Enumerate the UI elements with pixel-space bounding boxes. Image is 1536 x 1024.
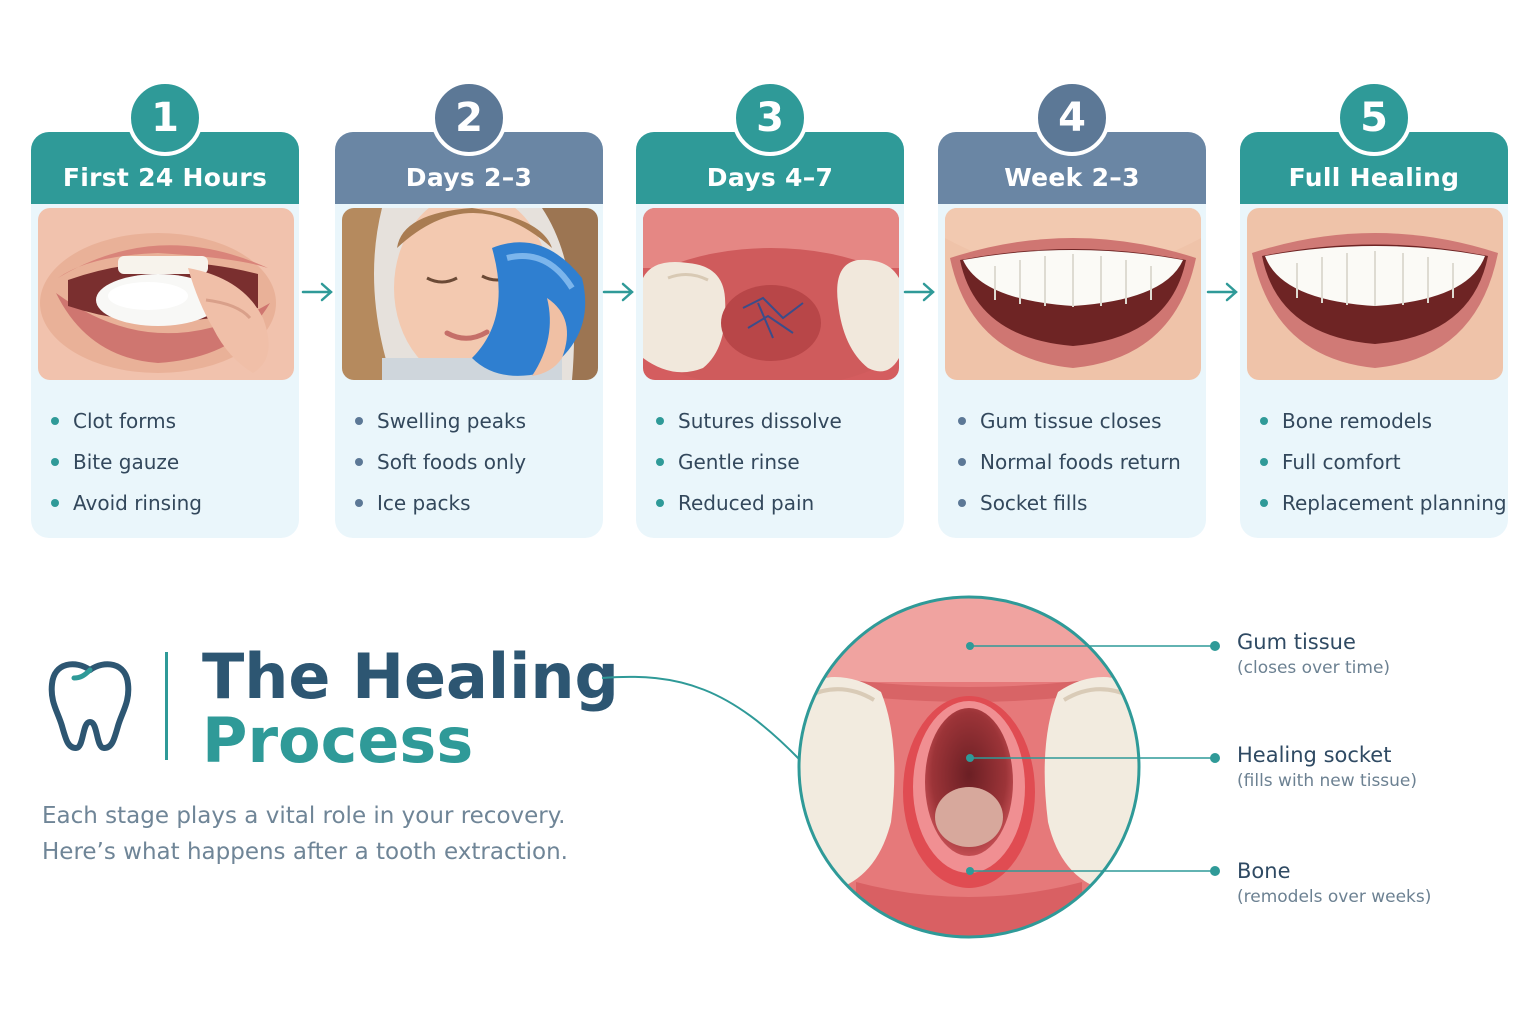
label-desc: (remodels over weeks) — [1237, 887, 1432, 907]
step-bullets: Bone remodels Full comfort Replacement p… — [1260, 400, 1507, 523]
bullet-text: Normal foods return — [980, 449, 1181, 474]
step-number-badge: 2 — [431, 80, 507, 156]
bullet-text: Soft foods only — [377, 449, 527, 474]
page-title-line1: The Healing — [202, 640, 619, 713]
page-title-line2: Process — [202, 704, 474, 777]
step-card-1: First 24 Hours 1 Clot forms Bite gauze A… — [31, 80, 299, 538]
bullet-dot — [51, 498, 59, 507]
bullet-text: Gentle rinse — [678, 449, 800, 474]
step-number-badge: 3 — [732, 80, 808, 156]
bullet-dot — [355, 498, 363, 507]
bullet-dot — [51, 416, 59, 425]
socket-anatomy-illustration — [797, 595, 1141, 939]
bullet-text: Swelling peaks — [377, 408, 527, 433]
bullet-item: Avoid rinsing — [51, 482, 202, 523]
bullet-item: Reduced pain — [656, 482, 842, 523]
bullet-item: Clot forms — [51, 400, 202, 441]
bullet-text: Bite gauze — [73, 449, 180, 474]
subtitle-line2: Here’s what happens after a tooth extrac… — [42, 839, 568, 865]
bullet-text: Replacement planning — [1282, 490, 1507, 515]
step-bullets: Sutures dissolve Gentle rinse Reduced pa… — [656, 400, 842, 523]
photo-sutured-socket — [643, 208, 899, 380]
subtitle-line1: Each stage plays a vital role in your re… — [42, 803, 566, 829]
label-desc: (fills with new tissue) — [1237, 771, 1418, 791]
bullet-item: Ice packs — [355, 482, 526, 523]
label-healing-socket: Healing socket (fills with new tissue) — [1237, 743, 1417, 791]
bullet-item: Normal foods return — [958, 441, 1181, 482]
bullet-item: Gum tissue closes — [958, 400, 1181, 441]
arrow-right-icon — [301, 282, 333, 302]
step-number-badge: 4 — [1034, 80, 1110, 156]
bullet-item: Socket fills — [958, 482, 1181, 523]
bullet-item: Soft foods only — [355, 441, 526, 482]
step-number-badge: 5 — [1336, 80, 1412, 156]
arrow-right-icon — [602, 282, 634, 302]
photo-gauze-bite — [38, 208, 294, 380]
bullet-dot — [1260, 416, 1268, 425]
bullet-item: Bite gauze — [51, 441, 202, 482]
bullet-dot — [1260, 457, 1268, 466]
bullet-dot — [51, 457, 59, 466]
bullet-text: Socket fills — [980, 490, 1088, 515]
bullet-item: Bone remodels — [1260, 400, 1507, 441]
step-bullets: Swelling peaks Soft foods only Ice packs — [355, 400, 526, 523]
bullet-dot — [656, 416, 664, 425]
photo-ice-pack — [342, 208, 598, 380]
bullet-dot — [355, 416, 363, 425]
bullet-item: Replacement planning — [1260, 482, 1507, 523]
label-bone: Bone (remodels over weeks) — [1237, 859, 1431, 907]
bullet-text: Full comfort — [1282, 449, 1401, 474]
bullet-dot — [355, 457, 363, 466]
connector-curve — [601, 675, 801, 761]
photo-healed-smile — [1247, 208, 1503, 380]
bullet-text: Clot forms — [73, 408, 177, 433]
arrow-right-icon — [1206, 282, 1238, 302]
bullet-dot — [656, 498, 664, 507]
bullet-dot — [656, 457, 664, 466]
bullet-text: Ice packs — [377, 490, 471, 515]
bullet-dot — [1260, 498, 1268, 507]
step-bullets: Gum tissue closes Normal foods return So… — [958, 400, 1181, 523]
label-gum-tissue: Gum tissue (closes over time) — [1237, 630, 1390, 678]
label-leader-lines — [966, 641, 1220, 876]
bullet-item: Swelling peaks — [355, 400, 526, 441]
step-card-4: Week 2–3 4 Gum tissue closes Normal food… — [938, 80, 1206, 538]
bullet-text: Sutures dissolve — [678, 408, 842, 433]
step-header: Week 2–3 — [938, 132, 1206, 204]
bullet-text: Gum tissue closes — [980, 408, 1162, 433]
step-card-2: Days 2–3 2 Swelling peaks Soft foods onl… — [335, 80, 603, 538]
bullet-dot — [958, 457, 966, 466]
step-card-5: Full Healing 5 Bone remodels Full comfor… — [1240, 80, 1508, 538]
label-name: Gum tissue — [1237, 630, 1356, 654]
bullet-item: Gentle rinse — [656, 441, 842, 482]
subtitle: Each stage plays a vital role in your re… — [42, 798, 602, 870]
tooth-icon — [48, 661, 132, 751]
label-name: Healing socket — [1237, 743, 1392, 767]
step-bullets: Clot forms Bite gauze Avoid rinsing — [51, 400, 202, 523]
bullet-item: Full comfort — [1260, 441, 1507, 482]
bullet-dot — [958, 498, 966, 507]
bullet-text: Avoid rinsing — [73, 490, 202, 515]
title-divider — [165, 652, 168, 760]
label-name: Bone — [1237, 859, 1291, 883]
photo-smile — [945, 208, 1201, 380]
arrow-right-icon — [903, 282, 935, 302]
step-number-badge: 1 — [127, 80, 203, 156]
bullet-text: Reduced pain — [678, 490, 815, 515]
bullet-item: Sutures dissolve — [656, 400, 842, 441]
bullet-text: Bone remodels — [1282, 408, 1433, 433]
bullet-dot — [958, 416, 966, 425]
step-card-3: Days 4–7 3 Sutures dissolve Gentle rinse… — [636, 80, 904, 538]
label-desc: (closes over time) — [1237, 658, 1391, 678]
